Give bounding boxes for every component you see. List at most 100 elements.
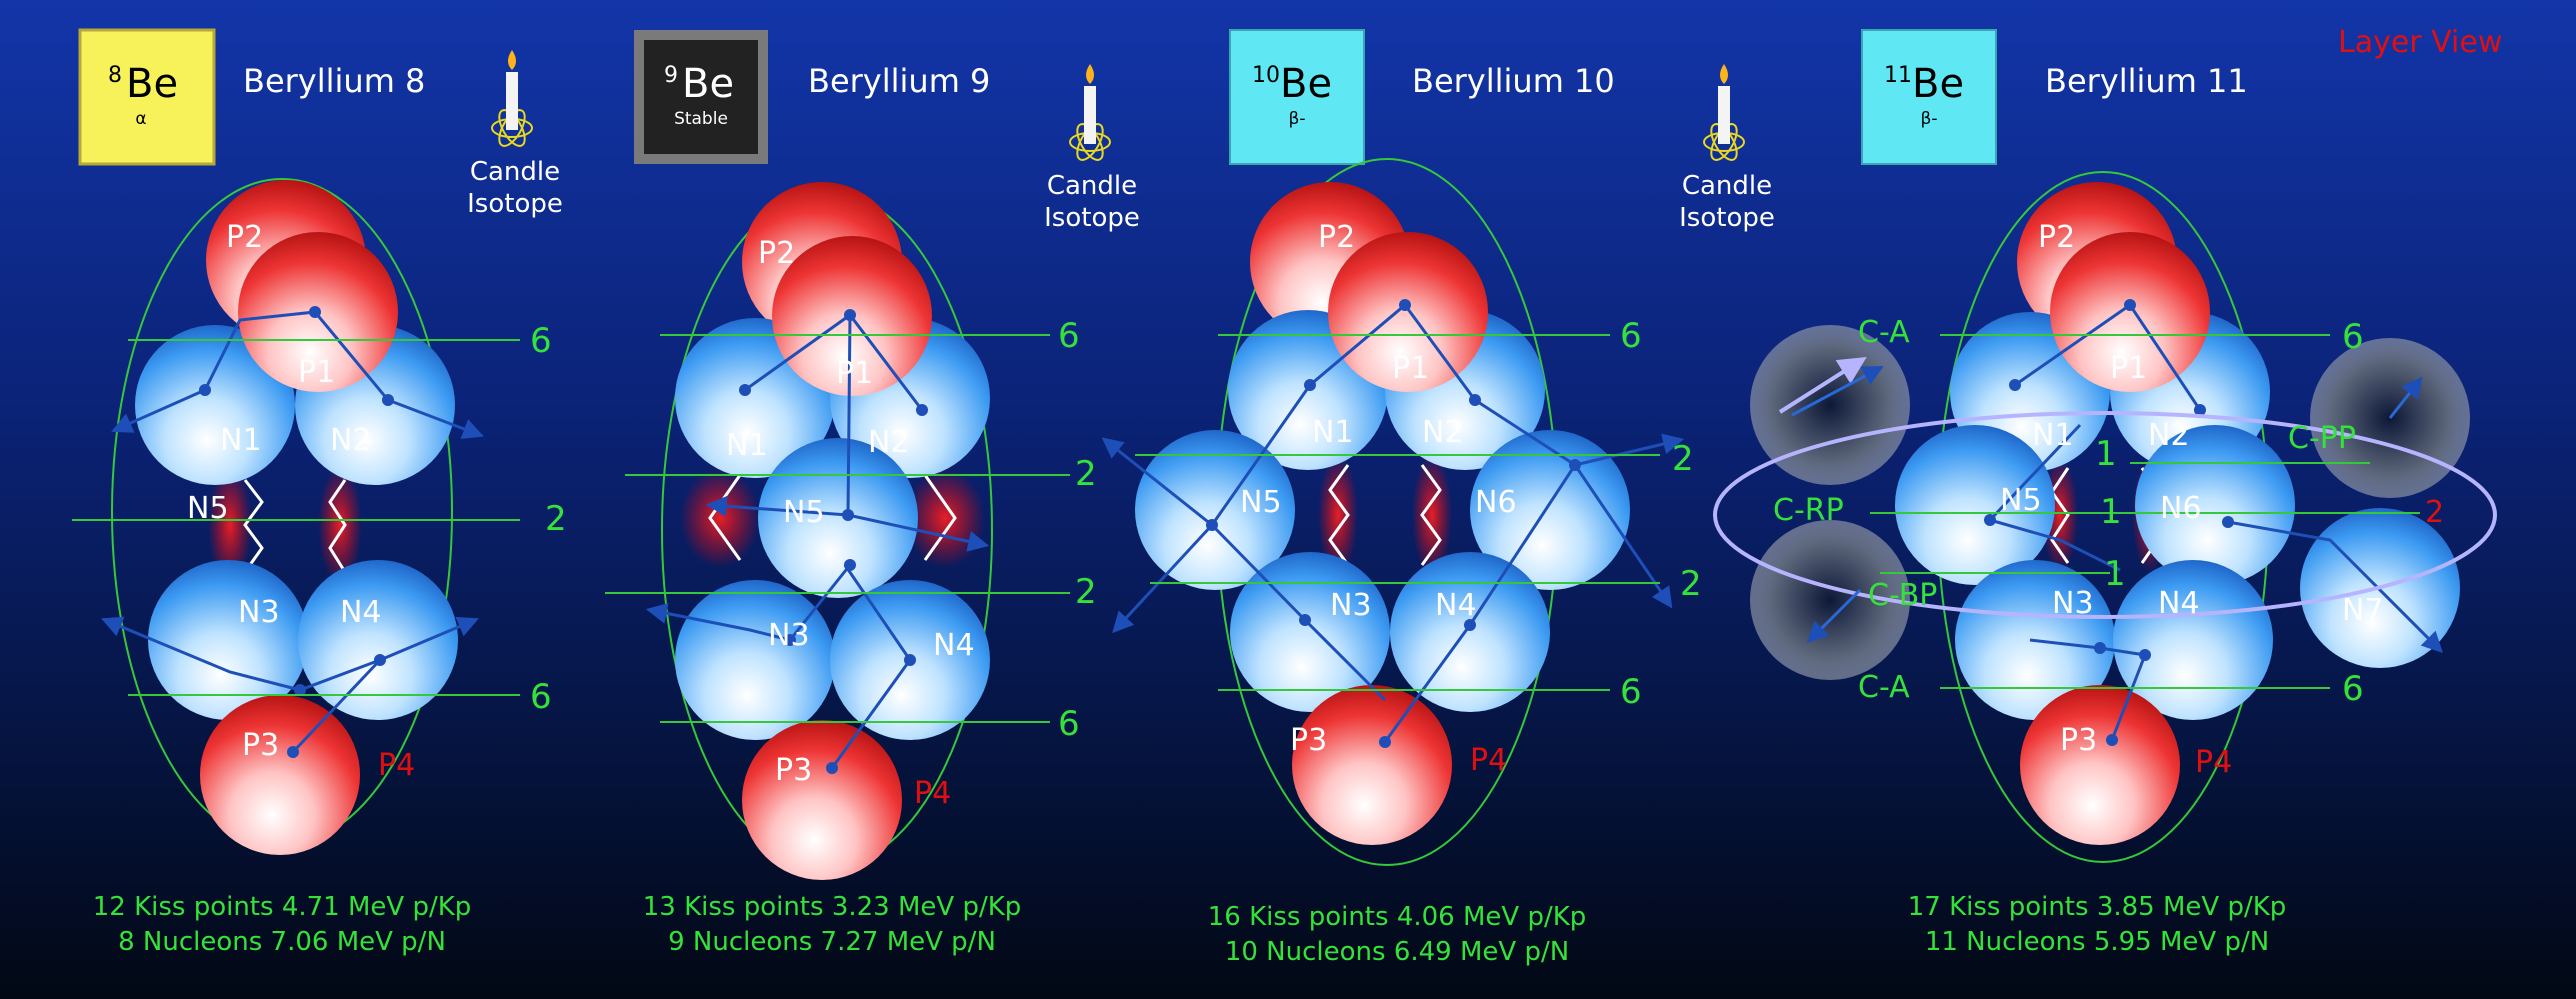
nucleon-label: P3 [242,728,279,763]
nucleon-label: N3 [768,618,810,653]
bond-line [846,314,852,516]
stats-line2: 8 Nucleons 7.06 MeV p/N [118,927,446,957]
candle-caption-line2: Isotope [1044,203,1140,233]
mass-number: 11 [1884,63,1912,88]
neutron [135,325,295,485]
bond-arrow [2050,467,2070,564]
ring-label-crp: C-RP [1773,493,1844,528]
proton [2020,685,2180,845]
neutron [758,438,918,598]
nucleon-label: P2 [2038,220,2075,255]
spin-axis [645,564,852,642]
layer-count: 6 [2342,669,2364,709]
nucleon-label: P2 [226,220,263,255]
nucleon-label: N6 [2160,491,2202,526]
proton [1292,685,1452,845]
ghost-nucleon [1750,325,1910,485]
layer-count: 6 [2342,317,2364,357]
layer-count: 6 [1058,316,1080,356]
nucleon-label: N1 [220,423,262,458]
layer-count: 6 [530,677,552,717]
ring-label-ca-top: C-A [1858,315,1910,350]
layer-count: 2 [1680,564,1702,604]
layer-count: 2 [1075,454,1097,494]
layer-count: 6 [1058,704,1080,744]
mass-number: 10 [1252,63,1280,88]
nucleon-label: P4 [378,748,415,783]
nucleon-label: P3 [2060,723,2097,758]
nucleon-label: N4 [1435,588,1477,623]
neutron [2113,560,2273,720]
proton [742,720,902,880]
candle-caption-line1: Candle [470,157,560,187]
nucleon-label: P3 [775,753,812,788]
decay-mode: β- [1921,109,1938,129]
ring-label-cpp: C-PP [2288,421,2356,456]
glow [318,465,362,585]
nucleon-label: N5 [783,495,825,530]
proton [1328,232,1488,392]
stats-line1: 13 Kiss points 3.23 MeV p/Kp [643,892,1022,922]
nucleon-label: N3 [2052,586,2094,621]
nucleon-label: N1 [2032,418,2074,453]
nucleon-label: P4 [1470,743,1507,778]
nucleon-label: N3 [1330,588,1372,623]
decay-mode: Stable [674,109,728,129]
candle-caption-line1: Candle [1682,171,1772,201]
nucleon-label: N5 [187,491,229,526]
nucleon-label: N2 [2148,418,2190,453]
mass-number: 9 [664,63,678,88]
element-tile-be9: 9 Be Stable [634,30,768,164]
nucleon-label: N2 [1422,415,1464,450]
nucleon-label: N5 [1240,485,1282,520]
spin-axis [111,310,484,439]
candle-icon [1703,64,1745,161]
neutron [1390,552,1550,712]
bond-arrow [328,479,347,573]
nucleon-label: N6 [1475,485,1517,520]
neutron [2135,425,2295,585]
stats-line2: 10 Nucleons 6.49 MeV p/N [1225,937,1569,967]
nucleon-label: N2 [868,425,910,460]
panel-beryllium-8: 8 Be α Beryllium 8 Candle Isotope [72,28,567,957]
proton [2050,232,2210,392]
panel-beryllium-9: 9 Be Stable Beryllium 9 Candle Isotope [605,30,1140,957]
nucleon-label: P1 [836,356,873,391]
layer-count: 2 [1075,572,1097,612]
ring-label-cbp: C-BP [1868,578,1937,613]
bond-line [2029,638,2148,741]
isotope-title: Beryllium 10 [1412,62,1615,100]
nucleon-label: N2 [330,423,372,458]
glow [680,468,760,568]
spin-axis [1112,522,1387,702]
bond-line [1989,518,2121,572]
element-symbol: Be [682,61,734,107]
element-symbol: Be [126,61,178,107]
element-tile-be8: 8 Be α [78,28,216,166]
panel-beryllium-10: 10 Be β- Beryllium 10 Candle Isotope [1101,29,1775,967]
glow [208,465,252,585]
layer-count: 2 [2425,495,2444,530]
ring-label-ca-bottom: C-A [1858,670,1910,705]
stats-line1: 12 Kiss points 4.71 MeV p/Kp [93,892,472,922]
orbit-arrow [1778,357,1867,414]
nucleon-label: P1 [2110,351,2147,386]
nucleon-label: P2 [1318,220,1355,255]
candle-caption-line1: Candle [1047,171,1137,201]
decay-mode: α [135,109,146,129]
isotope-title: Beryllium 9 [808,62,990,100]
isotope-title: Beryllium 8 [243,62,425,100]
element-symbol: Be [1912,61,1964,107]
layer-count: 6 [1620,672,1642,712]
candle-caption-line2: Isotope [467,189,563,219]
ghost-axis [1791,366,1884,417]
nucleon-label: P4 [2195,745,2232,780]
nucleon-label: N3 [238,595,280,630]
layer-count: 6 [1620,316,1642,356]
nucleon-label: N1 [726,428,768,463]
ring-count: 1 [2100,492,2122,532]
bond-line [291,658,382,754]
spin-axis [2227,520,2443,653]
